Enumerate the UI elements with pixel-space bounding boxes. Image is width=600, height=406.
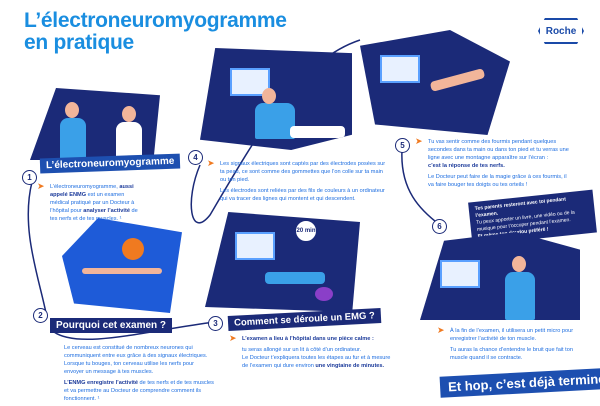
text: L’électroneuromyogramme, xyxy=(50,184,120,190)
text: Le Docteur t’expliquera toutes les étape… xyxy=(242,355,391,369)
bold-text: c’est la réponse de tes nerfs. xyxy=(428,163,505,169)
arrow-icon: ➤ xyxy=(229,333,237,343)
section-1-text: ➤ L’électroneuromyogramme, aussi appelé … xyxy=(37,182,145,223)
paragraph: Tu vas sentir comme des fourmis pendant … xyxy=(428,138,573,170)
bold-text: aussi appelé ENMG xyxy=(50,184,134,198)
paragraph: Les signaux électriques sont captés par … xyxy=(220,161,386,183)
step-2-marker: 2 xyxy=(33,308,48,323)
section-5-text: ➤ Tu vas sentir comme des fourmis pendan… xyxy=(415,137,573,192)
step-3-marker: 3 xyxy=(208,316,223,331)
bold-text: L’ENMG enregistre l’activité xyxy=(64,380,138,386)
paragraph: L’examen a lieu à l’hôpital dans une piè… xyxy=(242,335,392,343)
step-6-marker: 6 xyxy=(432,219,447,234)
section-6-text: ➤ À la fin de l’examen, il utilisera un … xyxy=(437,326,575,365)
step-4-marker: 4 xyxy=(188,150,203,165)
text: de tes nerfs et de tes muscles et va per… xyxy=(64,380,214,402)
page-title: L’électroneuromyogramme en pratique xyxy=(24,10,287,54)
illustration-doctors xyxy=(30,88,160,160)
illustration-hospital-room xyxy=(205,212,360,312)
arrow-icon: ➤ xyxy=(415,136,423,146)
section-2-banner: Pourquoi cet examen ? xyxy=(50,318,173,333)
text: Tu vas sentir comme des fourmis pendant … xyxy=(428,139,569,161)
title-line-1: L’électroneuromyogramme xyxy=(24,9,287,32)
illustration-microphone xyxy=(420,232,580,320)
logo-text: Roche xyxy=(545,25,577,37)
paragraph: À la fin de l’examen, il utilisera un pe… xyxy=(450,328,574,342)
paragraph: Les électrodes sont reliées par des fils… xyxy=(220,188,385,202)
step-5-marker: 5 xyxy=(395,138,410,153)
arrow-icon: ➤ xyxy=(437,325,445,335)
paragraph: tu seras allongé sur un lit à côté d’un … xyxy=(242,346,392,370)
paragraph: L’ENMG enregistre l’activité de tes nerf… xyxy=(64,379,214,403)
text: est un examen médical pratiqué par un Do… xyxy=(50,192,135,214)
section-2-text: Le cerveau est constitué de nombreux neu… xyxy=(64,344,214,406)
paragraph: Tu auras la chance d’entendre le bruit q… xyxy=(450,347,573,361)
text: de tes nerfs et de tes muscles. ¹ xyxy=(50,208,138,222)
section-3-text: ➤ L’examen a lieu à l’hôpital dans une p… xyxy=(229,334,392,373)
illustration-electrodes xyxy=(200,48,352,150)
arrow-icon: ➤ xyxy=(207,158,215,168)
paragraph: Le Docteur peut faire de la magie grâce … xyxy=(428,174,567,188)
timer-badge: 20 min xyxy=(295,220,317,242)
arrow-icon: ➤ xyxy=(37,181,45,191)
step-1-marker: 1 xyxy=(22,170,37,185)
title-line-2: en pratique xyxy=(24,31,134,54)
bold-text: une vingtaine de minutes. xyxy=(315,363,385,369)
text: tu seras allongé sur un lit à côté d’un … xyxy=(242,347,362,353)
paragraph: Le cerveau est constitué de nombreux neu… xyxy=(64,345,208,375)
section-4-text: ➤ Les signaux électriques sont captés pa… xyxy=(207,159,390,206)
bold-text: L’examen a lieu à l’hôpital dans une piè… xyxy=(242,336,374,342)
bold-text: analyser l’activité xyxy=(83,208,130,214)
roche-logo: Roche xyxy=(538,18,584,44)
